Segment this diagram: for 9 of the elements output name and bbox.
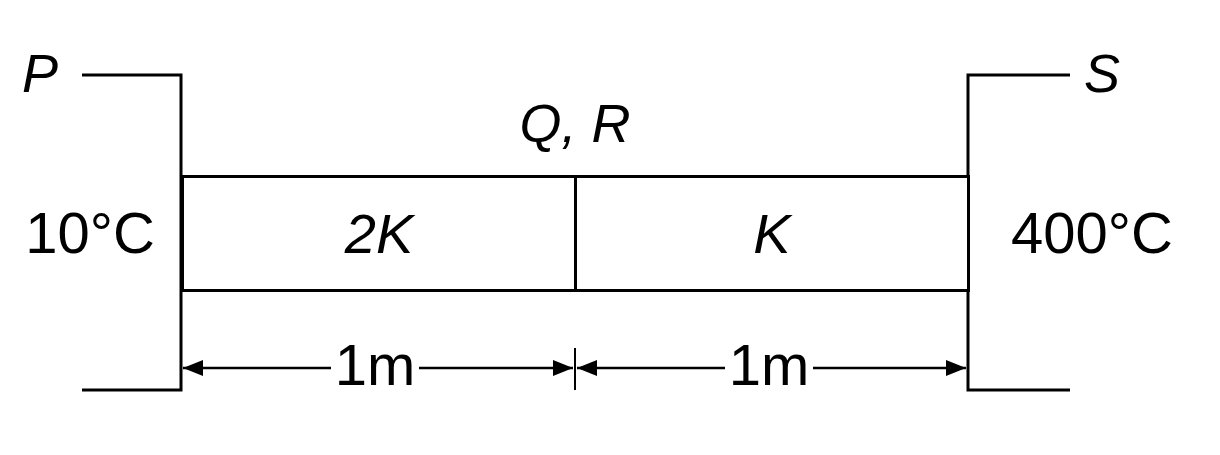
temperature-label: 400°C — [1011, 204, 1173, 262]
rod-segment — [574, 175, 970, 292]
conductivity-label: 2K — [344, 205, 414, 262]
point-label: Q, R — [519, 96, 631, 150]
rod-segment — [181, 175, 577, 292]
temperature-label: 10°C — [25, 204, 155, 262]
point-label: S — [1084, 46, 1120, 100]
conductivity-label: K — [753, 205, 791, 262]
point-label: P — [22, 46, 58, 100]
